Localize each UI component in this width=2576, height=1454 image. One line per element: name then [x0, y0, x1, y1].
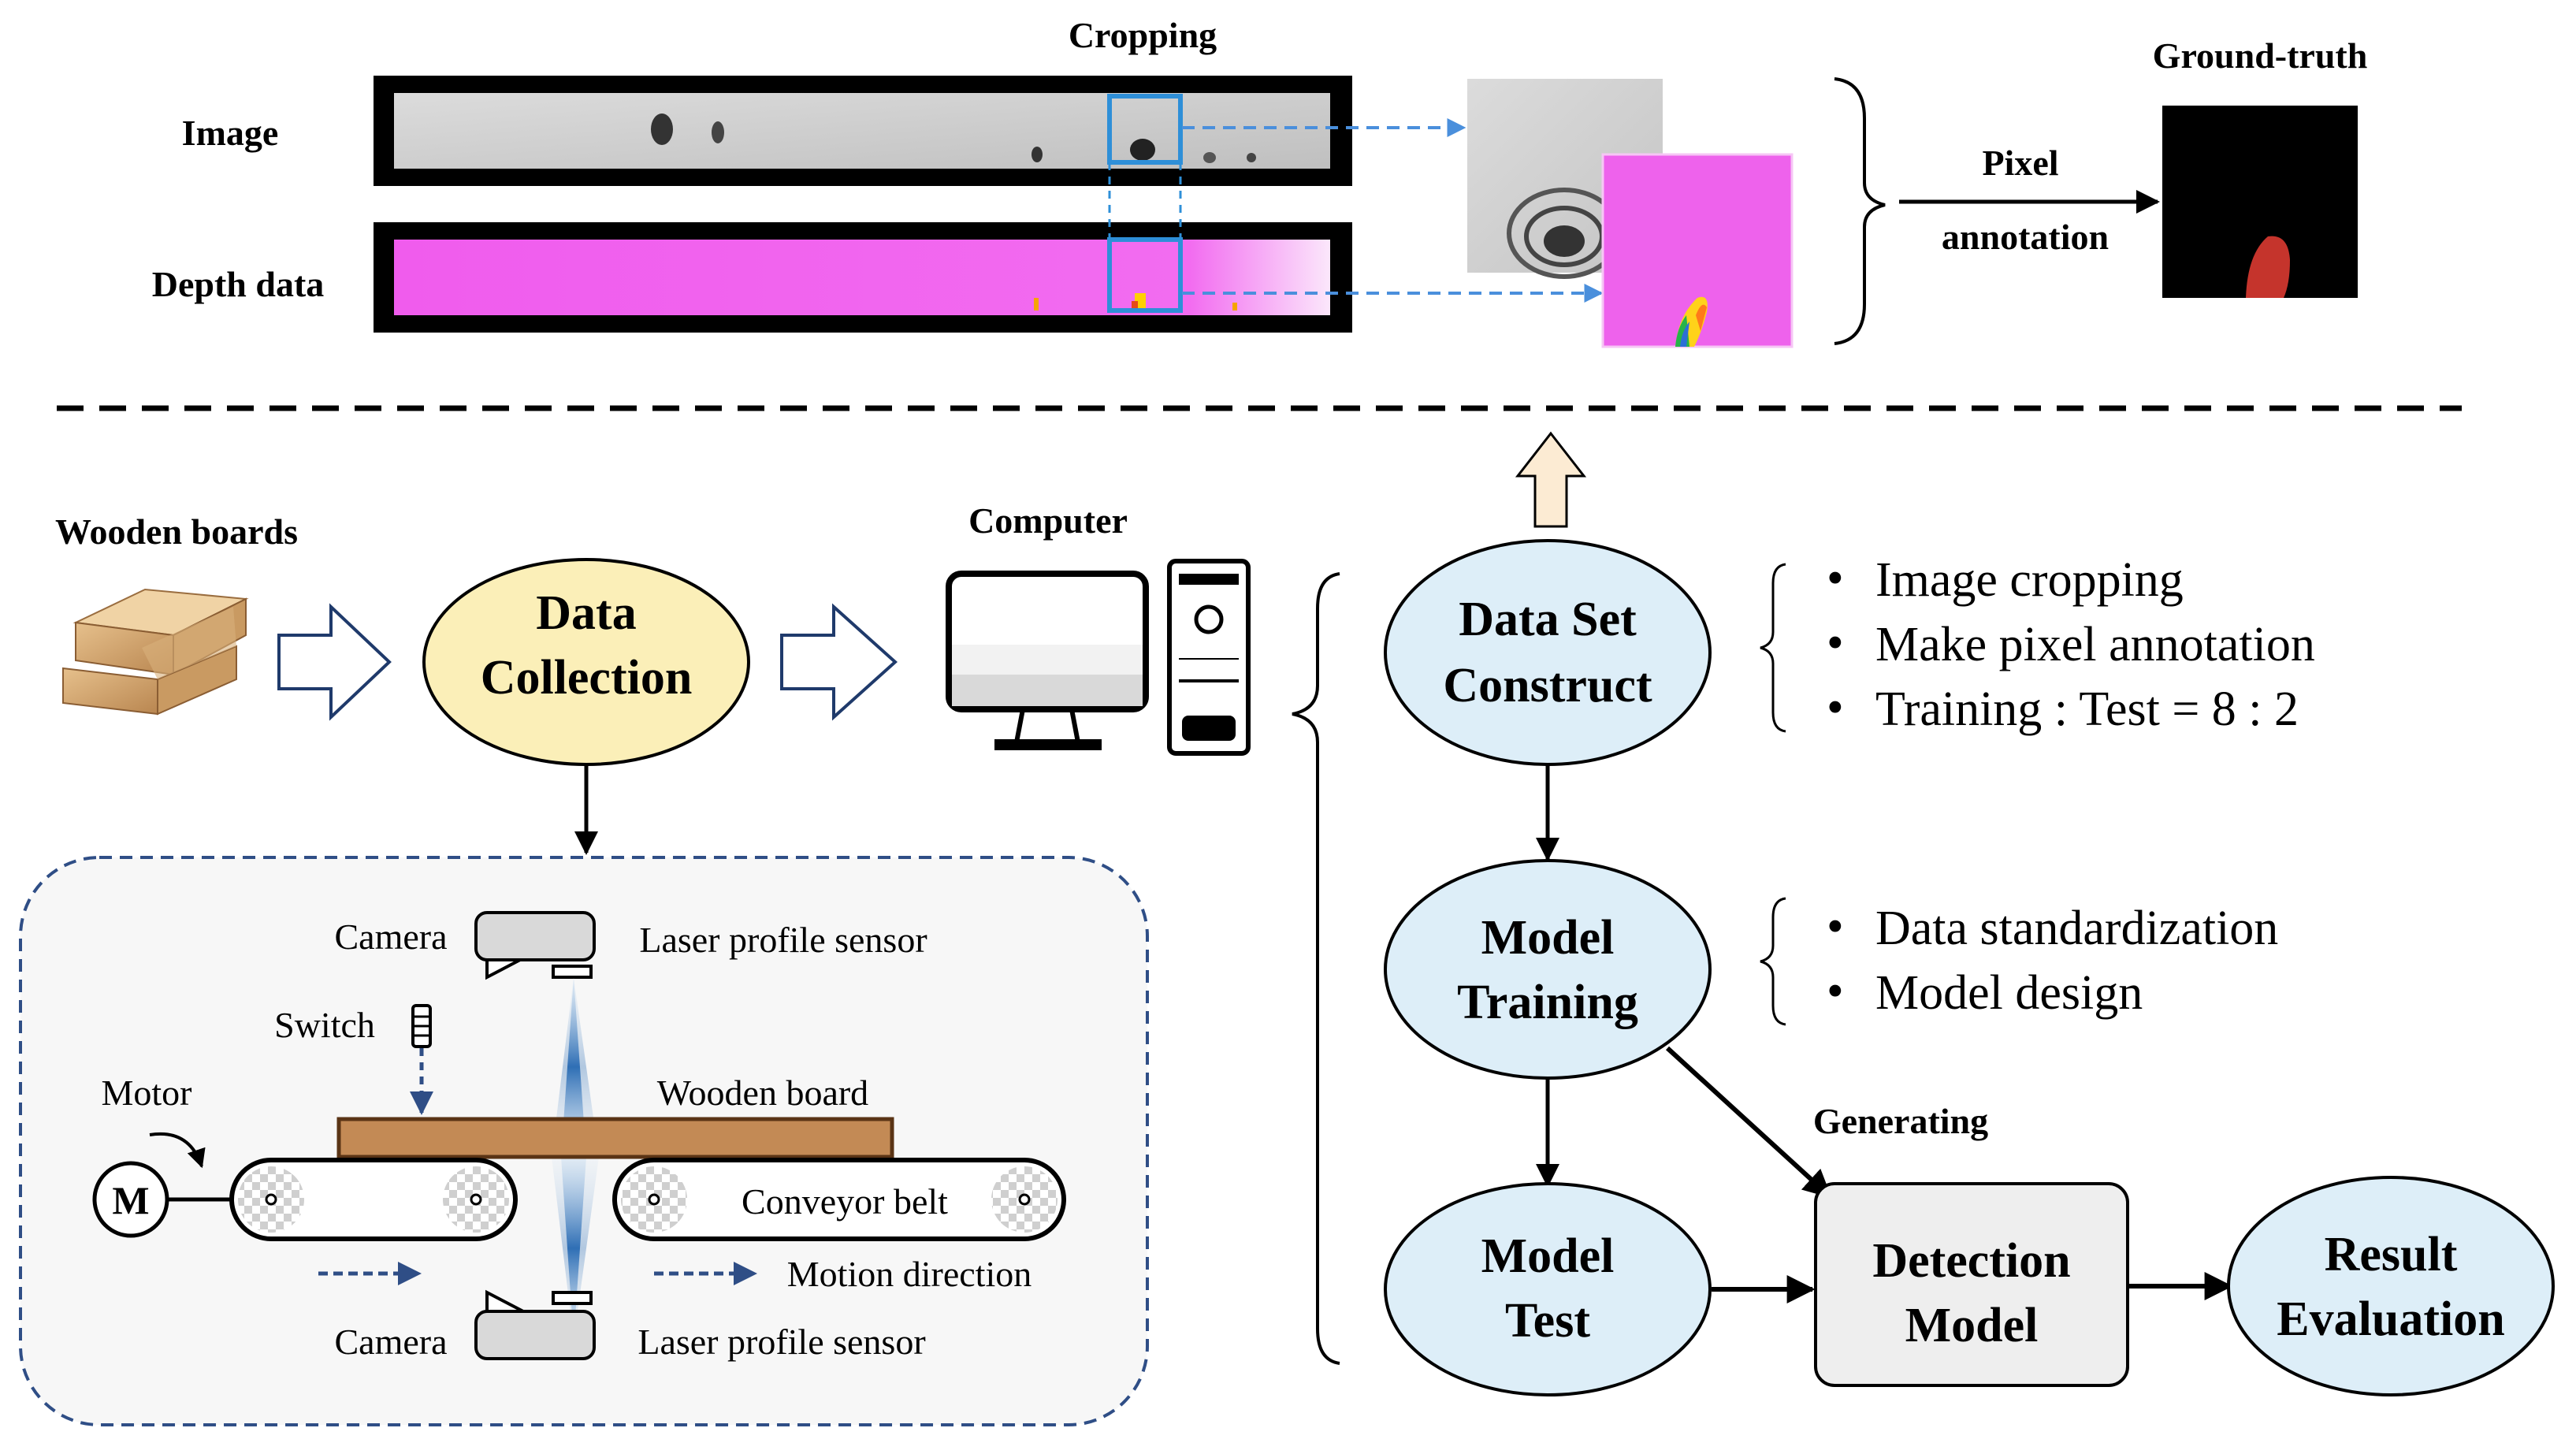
- dataset-bullet-3: Training : Test = 8 : 2: [1875, 682, 2299, 736]
- data-collection-line2: Collection: [481, 651, 693, 705]
- cropped-depth-patch: [1601, 153, 1794, 348]
- crop-box-image: [1107, 94, 1183, 165]
- generating-label: Generating: [1813, 1101, 1988, 1141]
- model-training-node: [1384, 859, 1712, 1080]
- conveyor-right: [612, 1158, 1066, 1241]
- camera-bottom-label: Camera: [334, 1322, 447, 1362]
- result-line2: Evaluation: [2277, 1292, 2504, 1346]
- motor-letter: M: [112, 1178, 149, 1222]
- dataset-bullet-1: Image cropping: [1875, 553, 2184, 607]
- computer-label: Computer: [968, 500, 1128, 541]
- svg-text:•: •: [1827, 552, 1844, 605]
- dataset-bullet-list: • Image cropping • Make pixel annotation…: [1827, 552, 2315, 736]
- annotation-label: annotation: [1942, 217, 2109, 257]
- camera-top-icon: [474, 911, 596, 980]
- camera-bottom-icon: [474, 1289, 596, 1360]
- laser-bottom-label: Laser profile sensor: [637, 1322, 925, 1362]
- result-line1: Result: [2325, 1228, 2458, 1281]
- depth-data-strip: [374, 222, 1352, 333]
- svg-text:•: •: [1827, 616, 1844, 670]
- hollow-arrow-2: [780, 603, 898, 721]
- pixel-label: Pixel: [1982, 143, 2058, 183]
- image-label: Image: [182, 113, 279, 153]
- laser-top-label: Laser profile sensor: [639, 920, 927, 960]
- conveyor-belt-label: Conveyor belt: [742, 1181, 948, 1222]
- training-bullet-list: • Data standardization • Model design: [1827, 900, 2278, 1020]
- svg-text:•: •: [1827, 965, 1844, 1018]
- wooden-boards-label: Wooden boards: [55, 511, 298, 552]
- training-bullet-2: Model design: [1875, 966, 2143, 1020]
- data-set-construct-node: [1384, 539, 1712, 766]
- crop-box-depth: [1107, 237, 1183, 313]
- detection-line1: Detection: [1872, 1234, 2070, 1288]
- switch-icon: [411, 1004, 432, 1048]
- detection-model-node: [1814, 1182, 2129, 1387]
- data-set-line1: Data Set: [1459, 593, 1637, 646]
- laser-beams: [552, 977, 599, 1340]
- camera-top-label: Camera: [334, 917, 447, 957]
- motion-direction-label: Motion direction: [787, 1254, 1032, 1294]
- up-arrow: [1515, 431, 1587, 528]
- result-evaluation-node: [2227, 1176, 2555, 1396]
- cropping-label: Cropping: [1069, 15, 1217, 55]
- svg-text:•: •: [1827, 681, 1844, 734]
- data-set-line2: Construct: [1443, 659, 1652, 712]
- ground-truth-label: Ground-truth: [2153, 35, 2368, 76]
- computer-icon: [946, 559, 1251, 756]
- motor-rotation-arrow: [149, 1132, 206, 1169]
- flow-brace: [1292, 572, 1340, 1365]
- dataset-bullet-2: Make pixel annotation: [1875, 618, 2315, 671]
- training-bullet-1: Data standardization: [1875, 902, 2278, 955]
- detection-line2: Model: [1905, 1299, 2039, 1352]
- data-collection-line1: Data: [536, 586, 636, 640]
- motor-label: Motor: [102, 1073, 192, 1113]
- training-to-detection-arrow: [1665, 1046, 1832, 1199]
- ground-truth-mask: [2162, 106, 2358, 298]
- training-brace: [1760, 897, 1786, 1026]
- wooden-board-label: Wooden board: [657, 1073, 868, 1113]
- depth-data-label: Depth data: [152, 264, 325, 304]
- model-test-line1: Model: [1481, 1229, 1615, 1283]
- model-test-line2: Test: [1505, 1294, 1590, 1348]
- board-image-strip: [374, 76, 1352, 186]
- model-test-node: [1384, 1182, 1712, 1396]
- wooden-board-bar: [336, 1117, 894, 1159]
- model-training-line1: Model: [1481, 911, 1615, 965]
- hollow-arrow-1: [277, 603, 392, 721]
- top-brace: [1834, 77, 1886, 345]
- conveyor-left: [229, 1158, 518, 1241]
- wood-stack-icon: [62, 588, 249, 716]
- svg-text:•: •: [1827, 900, 1844, 954]
- switch-label: Switch: [274, 1005, 375, 1045]
- model-training-line2: Training: [1457, 976, 1638, 1029]
- dataset-brace: [1760, 563, 1786, 733]
